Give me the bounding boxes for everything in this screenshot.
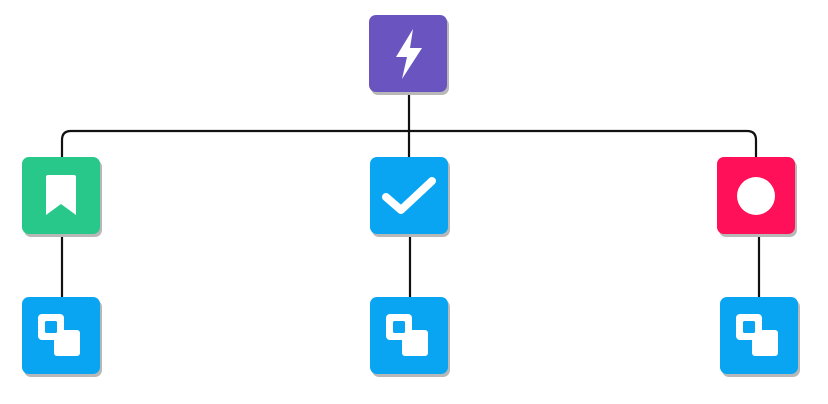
trigger-node[interactable] (369, 15, 449, 95)
subflow-node[interactable] (720, 297, 800, 377)
circle-icon (737, 177, 775, 215)
subflow-node[interactable] (370, 297, 450, 377)
overlapping-squares-icon (38, 314, 80, 356)
checkmark-node[interactable] (370, 157, 450, 237)
circle-node[interactable] (717, 157, 797, 237)
checkmark-icon (382, 177, 436, 214)
bookmark-icon (46, 175, 76, 215)
overlapping-squares-icon (736, 314, 778, 356)
bookmark-node[interactable] (22, 157, 102, 237)
lightning-bolt-icon (396, 29, 422, 79)
overlapping-squares-icon (386, 314, 428, 356)
subflow-node[interactable] (22, 297, 102, 377)
